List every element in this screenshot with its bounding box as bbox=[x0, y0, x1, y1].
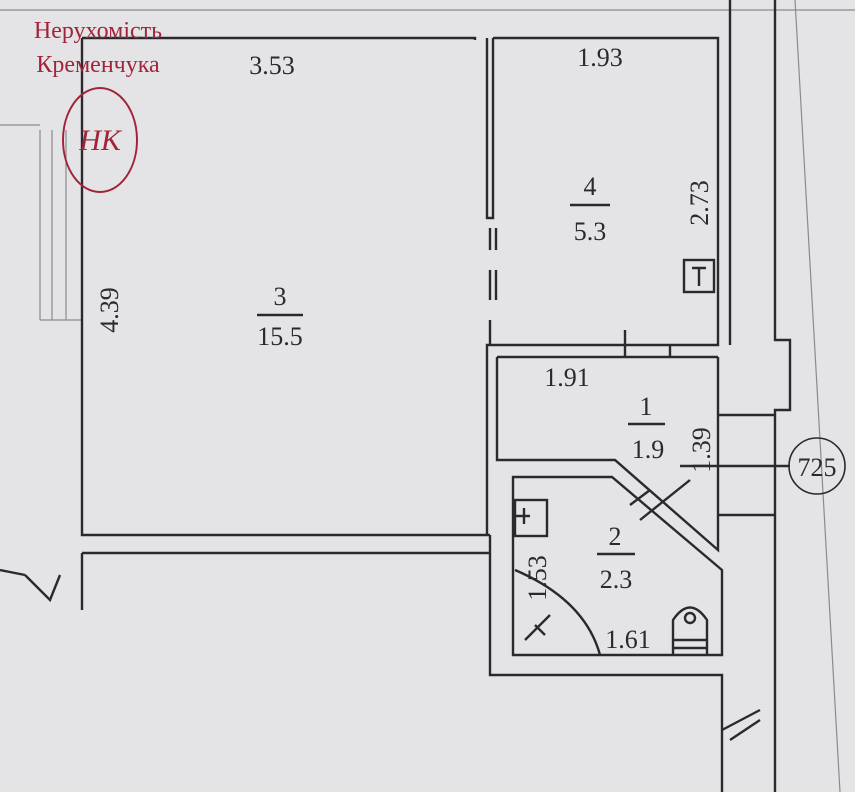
sink-icon bbox=[513, 498, 549, 538]
level-marker-circle bbox=[788, 437, 846, 495]
watermark-logo: Нерухомість Кременчука bbox=[12, 14, 184, 82]
entrance-marks bbox=[721, 708, 761, 741]
shower-arc bbox=[514, 568, 602, 656]
toilet-icon bbox=[671, 606, 709, 655]
toilet-bowl bbox=[683, 611, 697, 625]
corridor-walls bbox=[0, 551, 490, 610]
room-3-width: 3.53 bbox=[249, 51, 295, 80]
stove-mark bbox=[692, 266, 706, 286]
door-marks bbox=[623, 330, 672, 358]
room-2-height: 1.53 bbox=[523, 555, 552, 601]
room-2-walls bbox=[488, 475, 724, 792]
sink-mark bbox=[515, 508, 530, 524]
logo-monogram: НК bbox=[78, 124, 123, 157]
room-2-number: 2 bbox=[609, 522, 622, 551]
room-1-walls bbox=[495, 357, 775, 553]
watermark-line-2: Кременчука bbox=[36, 52, 160, 78]
room-3-number: 3 bbox=[274, 282, 287, 311]
room-1-area: 1.9 bbox=[632, 435, 665, 464]
partition-wall bbox=[485, 38, 498, 345]
watermark-line-1: Нерухомість bbox=[33, 18, 163, 44]
room-4-height: 2.73 bbox=[685, 180, 714, 226]
room-1-height: 1.39 bbox=[687, 427, 716, 473]
room-3-area: 15.5 bbox=[257, 322, 303, 351]
room-3-walls bbox=[80, 36, 490, 537]
room-1-width: 1.91 bbox=[544, 363, 590, 392]
stove-icon bbox=[682, 258, 716, 294]
room-2-width: 1.61 bbox=[605, 625, 651, 654]
shower-head-icon bbox=[524, 614, 551, 641]
logo-emblem bbox=[62, 87, 138, 193]
room-4-area: 5.3 bbox=[574, 217, 607, 246]
room-3-height: 4.39 bbox=[95, 287, 124, 333]
level-marker: 725 bbox=[798, 453, 837, 482]
room-4-number: 4 bbox=[584, 172, 597, 201]
room-1-number: 1 bbox=[640, 392, 653, 421]
room-2-area: 2.3 bbox=[600, 565, 633, 594]
door-mark-bath bbox=[629, 479, 691, 521]
room-4-width: 1.93 bbox=[577, 43, 623, 72]
room-4-walls bbox=[485, 0, 792, 792]
